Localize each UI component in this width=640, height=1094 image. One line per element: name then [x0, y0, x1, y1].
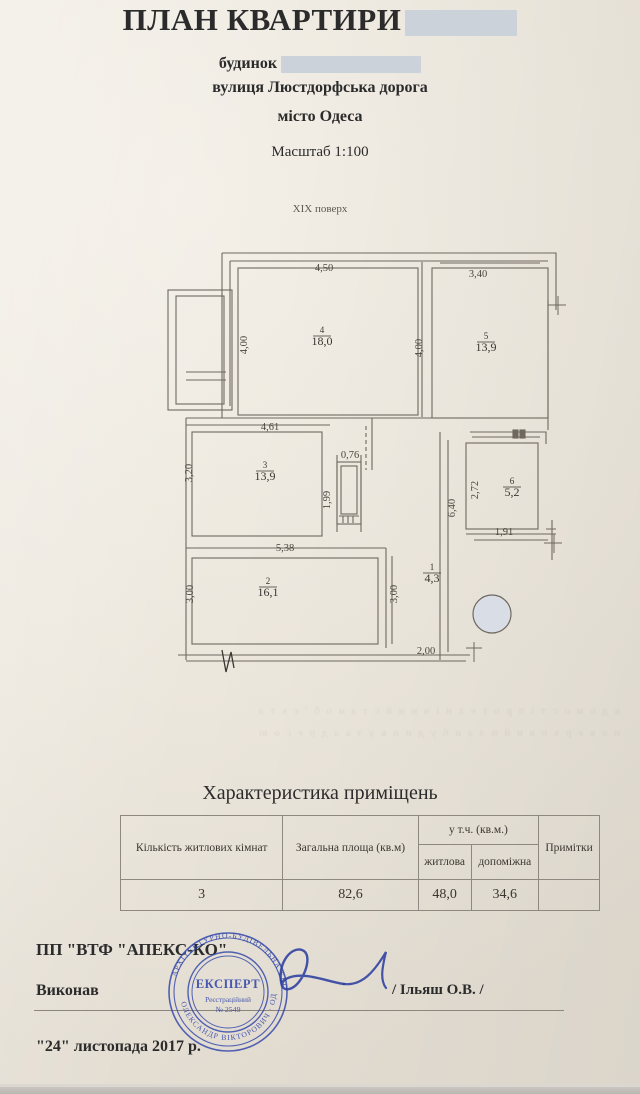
room-number: 3 [263, 460, 268, 470]
dimension-label: 3,00 [389, 585, 400, 603]
header-rooms-count: Кількість житлових кімнат [119, 815, 284, 880]
handwritten-signature [279, 948, 388, 991]
room-area: 16,1 [258, 585, 279, 599]
header-living: житлова [417, 844, 472, 880]
dimension-label: 3,00 [185, 585, 196, 603]
dimension-label: 3,20 [184, 464, 195, 482]
redacted-building-number [281, 55, 422, 73]
room-area: 5,2 [505, 485, 520, 499]
city-line: місто Одеса [277, 108, 363, 125]
characteristics-heading: Характеристика приміщень [202, 782, 438, 804]
document-date: "24" листопада 2017 р. [36, 1038, 201, 1055]
header-total-area: Загальна площа (кв.м) [282, 815, 419, 880]
room-area: 13,9 [255, 469, 276, 483]
room-area: 4,3 [425, 571, 440, 585]
table-row: 3 82,6 48,0 34,6 [119, 879, 600, 911]
expert-stamp: АРХІТЕКТУРНО-БУДІВЕЛЬНА ЕКСПЕРТИЗА · УКР… [158, 922, 288, 1052]
floor-label: XIX поверх [292, 203, 348, 215]
dimension-label: 2,00 [417, 646, 435, 657]
value-auxiliary: 34,6 [470, 879, 540, 911]
dimension-label: 1,91 [495, 527, 513, 538]
dimension-labels: 4,50 3,40 4,00 4,00 4,61 3,20 0,76 1,99 2,72 1,91… [184, 263, 513, 657]
table-subheader-row: житлова допоміжна [121, 844, 600, 880]
value-rooms-count: 3 [119, 879, 284, 911]
room-label: 513,9 [476, 331, 497, 354]
page-bottom-edge [0, 1087, 640, 1094]
value-notes [538, 879, 600, 911]
header-including: у т.ч. (кв.м.) [417, 815, 540, 845]
executed-by-label: Виконав [36, 982, 99, 999]
room-label: 313,9 [255, 460, 276, 483]
table-header-row: Кількість житлових кімнат Загальна площа… [119, 815, 600, 880]
dimension-label: 3,40 [469, 269, 487, 280]
room-label: 418,0 [312, 325, 333, 348]
building-label: будинок [218, 55, 278, 72]
dimension-label: 1,99 [322, 491, 333, 509]
page-title: ПЛАН КВАРТИРИ [0, 2, 640, 38]
organization-name: ПП "ВТФ "АПЕКС-КО" [36, 940, 228, 959]
dimension-label: 4,00 [414, 339, 425, 357]
scale-label: Масштаб 1:100 [271, 144, 369, 160]
reverse-side-bleedthrough: в д о м о с т і п р о т е х н і ч н и й … [256, 705, 620, 739]
room-number: 6 [510, 476, 515, 486]
signature-rule [34, 1010, 564, 1011]
street-line: вулиця Люстдорфська дорога [212, 79, 428, 96]
dimension-label: 2,72 [470, 481, 481, 499]
dimension-label: 0,76 [341, 450, 359, 461]
signer-name: / Ільяш О.В. / [392, 982, 484, 998]
value-living: 48,0 [417, 879, 472, 911]
room-number: 2 [266, 576, 271, 586]
characteristics-table: Кількість житлових кімнат Загальна площа… [119, 815, 600, 911]
header-notes: Примітки [538, 815, 600, 880]
dimension-label: 4,61 [261, 422, 279, 433]
circular-fixture-icon [472, 594, 512, 634]
room-label: 14,3 [423, 562, 441, 585]
stamp-registration-number: № 2549 [216, 1005, 241, 1014]
dimension-label: 4,50 [315, 263, 333, 274]
room-number: 5 [484, 331, 489, 341]
dimension-label: 6,40 [447, 499, 458, 517]
room-label: 65,2 [503, 476, 521, 499]
plan-walls [167, 252, 566, 673]
stamp-center-text: ЕКСПЕРТ [196, 977, 261, 991]
room-number: 1 [430, 562, 435, 572]
header-auxiliary: допоміжна [470, 844, 540, 880]
redacted-apartment-number [405, 9, 518, 36]
building-line: будинок [0, 55, 640, 73]
room-number: 4 [320, 325, 325, 335]
room-area: 18,0 [312, 334, 333, 348]
room-label: 216,1 [258, 576, 279, 599]
dimension-label: 5,38 [276, 543, 294, 554]
value-total-area: 82,6 [282, 879, 419, 911]
stamp-registration-label: Реєстраційний [205, 995, 251, 1004]
dimension-label: 4,00 [239, 336, 250, 354]
page-title-text: ПЛАН КВАРТИРИ [122, 2, 402, 37]
room-area: 13,9 [476, 340, 497, 354]
page-edge-highlight [0, 1084, 640, 1087]
